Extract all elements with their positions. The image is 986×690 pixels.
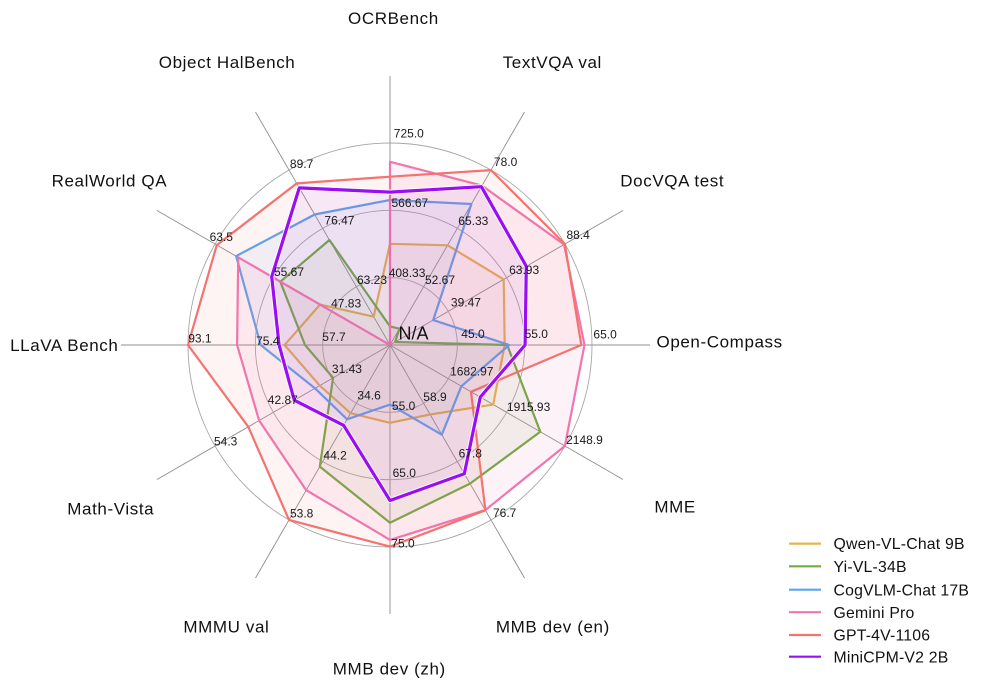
svg-text:1915.93: 1915.93 xyxy=(507,400,551,414)
svg-text:63.5: 63.5 xyxy=(210,230,234,244)
svg-text:31.43: 31.43 xyxy=(332,362,362,376)
svg-text:GPT-4V-1106: GPT-4V-1106 xyxy=(834,628,931,645)
svg-text:Gemini Pro: Gemini Pro xyxy=(834,605,915,622)
svg-text:OCRBench: OCRBench xyxy=(348,9,439,28)
svg-text:2148.9: 2148.9 xyxy=(566,433,603,447)
svg-text:MiniCPM-V2 2B: MiniCPM-V2 2B xyxy=(834,649,949,666)
svg-text:89.7: 89.7 xyxy=(290,157,314,171)
svg-text:Qwen-VL-Chat 9B: Qwen-VL-Chat 9B xyxy=(834,536,965,553)
svg-text:MMMU val: MMMU val xyxy=(183,618,269,637)
svg-text:39.47: 39.47 xyxy=(451,295,481,309)
svg-text:58.9: 58.9 xyxy=(423,390,447,404)
svg-text:566.67: 566.67 xyxy=(392,196,429,210)
svg-text:Yi-VL-34B: Yi-VL-34B xyxy=(834,559,907,576)
svg-text:TextVQA val: TextVQA val xyxy=(503,53,602,72)
svg-text:93.1: 93.1 xyxy=(188,332,212,346)
svg-text:67.8: 67.8 xyxy=(459,446,483,460)
svg-text:76.7: 76.7 xyxy=(493,506,517,520)
svg-text:MMB dev (zh): MMB dev (zh) xyxy=(333,660,446,679)
svg-text:75.0: 75.0 xyxy=(391,537,415,551)
svg-text:88.4: 88.4 xyxy=(567,228,591,242)
svg-text:408.33: 408.33 xyxy=(389,266,426,280)
svg-text:CogVLM-Chat 17B: CogVLM-Chat 17B xyxy=(834,582,970,599)
svg-text:47.83: 47.83 xyxy=(331,296,361,310)
svg-text:RealWorld QA: RealWorld QA xyxy=(52,172,168,191)
svg-text:Open-Compass: Open-Compass xyxy=(657,333,783,352)
svg-text:65.33: 65.33 xyxy=(458,214,488,228)
svg-text:45.0: 45.0 xyxy=(461,327,485,341)
svg-text:55.0: 55.0 xyxy=(392,399,416,413)
svg-text:1682.97: 1682.97 xyxy=(450,364,494,378)
svg-text:MME: MME xyxy=(654,497,695,516)
svg-text:55.67: 55.67 xyxy=(274,265,304,279)
svg-text:65.0: 65.0 xyxy=(393,466,417,480)
svg-text:42.87: 42.87 xyxy=(268,393,298,407)
svg-text:52.67: 52.67 xyxy=(425,273,455,287)
svg-text:54.3: 54.3 xyxy=(214,434,238,448)
svg-text:34.6: 34.6 xyxy=(357,388,381,402)
svg-text:63.93: 63.93 xyxy=(509,263,539,277)
svg-text:DocVQA test: DocVQA test xyxy=(620,172,724,191)
svg-text:75.4: 75.4 xyxy=(256,334,280,348)
svg-text:44.2: 44.2 xyxy=(323,448,347,462)
svg-text:N/A: N/A xyxy=(399,324,429,344)
svg-text:Object HalBench: Object HalBench xyxy=(159,53,296,72)
svg-text:53.8: 53.8 xyxy=(290,507,314,521)
svg-text:55.0: 55.0 xyxy=(525,327,549,341)
svg-text:LLaVA Bench: LLaVA Bench xyxy=(10,336,118,355)
svg-text:78.0: 78.0 xyxy=(494,155,518,169)
svg-text:57.7: 57.7 xyxy=(322,330,346,344)
svg-text:65.0: 65.0 xyxy=(593,328,617,342)
svg-text:725.0: 725.0 xyxy=(394,127,424,141)
svg-text:76.47: 76.47 xyxy=(324,214,354,228)
svg-text:Math-Vista: Math-Vista xyxy=(67,499,154,518)
svg-text:63.23: 63.23 xyxy=(357,273,387,287)
svg-text:MMB dev (en): MMB dev (en) xyxy=(496,618,610,637)
